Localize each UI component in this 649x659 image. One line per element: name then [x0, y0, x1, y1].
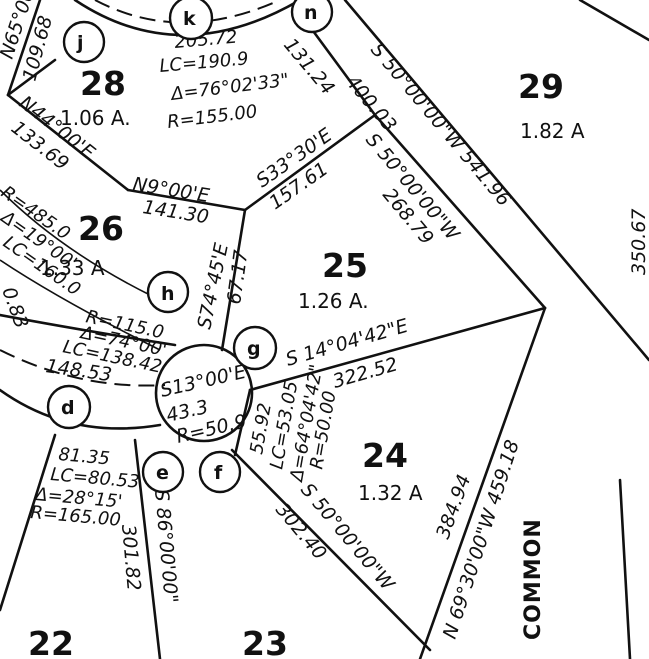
line-n69-30w [418, 306, 547, 659]
curve-r155: R=155.00 [166, 101, 258, 133]
common-area-label: COMMON [521, 518, 546, 640]
line-s14e [248, 306, 547, 392]
line-top-lot28-west [6, 58, 57, 97]
lot26-curve [0, 189, 151, 296]
lot-23-number: 23 [242, 624, 288, 659]
tag-f-circle [198, 450, 242, 494]
lot-28-area: 1.06 A. [60, 106, 131, 130]
bearing-0-83: 0.83 [0, 284, 32, 331]
tag-h-circle [146, 270, 190, 314]
line-s50w-302 [230, 448, 432, 652]
tag-d-letter: d [61, 397, 75, 419]
tag-e-circle [141, 450, 185, 494]
lot-24-area: 1.32 A [358, 481, 423, 505]
curve-tags: j k n h g d e f [46, 0, 334, 494]
tag-h-letter: h [161, 283, 175, 305]
line-n44e [6, 93, 130, 192]
tag-n-letter: n [304, 2, 318, 24]
line-top-right [578, 0, 649, 42]
tag-k-circle [168, 0, 214, 41]
lot-labels: 28 1.06 A. 29 1.82 A 26 1.33 A 25 1.26 A… [28, 64, 585, 659]
bearing-350: 350.67 [628, 209, 649, 275]
bearing-s86: S 86°00'00" [150, 489, 182, 605]
line-common-right [618, 478, 632, 659]
tag-g-letter: g [247, 338, 261, 360]
lot-24-number: 24 [362, 436, 408, 475]
lot-26-number: 26 [78, 209, 124, 248]
bearing-384: 384.94 [432, 472, 475, 542]
line-n65w [6, 0, 42, 97]
tag-d-circle [46, 384, 92, 430]
lot-28-number: 28 [80, 64, 126, 103]
tag-f-letter: f [214, 462, 223, 484]
bearing-301: 301.82 [117, 524, 145, 592]
tag-j-letter: j [76, 32, 84, 54]
line-s74-45e [220, 208, 247, 352]
line-s86 [133, 438, 162, 659]
lot-25-area: 1.26 A. [298, 289, 369, 313]
lot-29-number: 29 [518, 67, 564, 106]
curve-lc190: LC=190.9 [159, 48, 250, 77]
tag-k-letter: k [183, 8, 196, 30]
road-left-center [0, 349, 166, 387]
line-s50w-541 [343, 0, 649, 362]
line-s33-30e [243, 113, 377, 212]
lot-26-area: 1.33 A [40, 256, 105, 280]
line-n9e [126, 188, 247, 212]
line-s50w-268 [373, 113, 547, 310]
lot-29-area: 1.82 A [520, 119, 585, 143]
tag-g-circle [232, 325, 278, 371]
curve-81: 81.35 [58, 444, 111, 469]
lot-25-number: 25 [322, 246, 368, 285]
cul-de-sac [154, 343, 254, 443]
lot-22-number: 22 [28, 624, 74, 659]
tag-n-circle [290, 0, 334, 34]
tag-e-letter: e [156, 462, 169, 484]
line-131 [303, 18, 377, 117]
line-bottom-left [0, 433, 57, 612]
lot26-curve-2 [0, 259, 161, 351]
curve-delta-76: Δ=76°02'33" [168, 70, 290, 106]
tag-j-circle [62, 20, 106, 64]
